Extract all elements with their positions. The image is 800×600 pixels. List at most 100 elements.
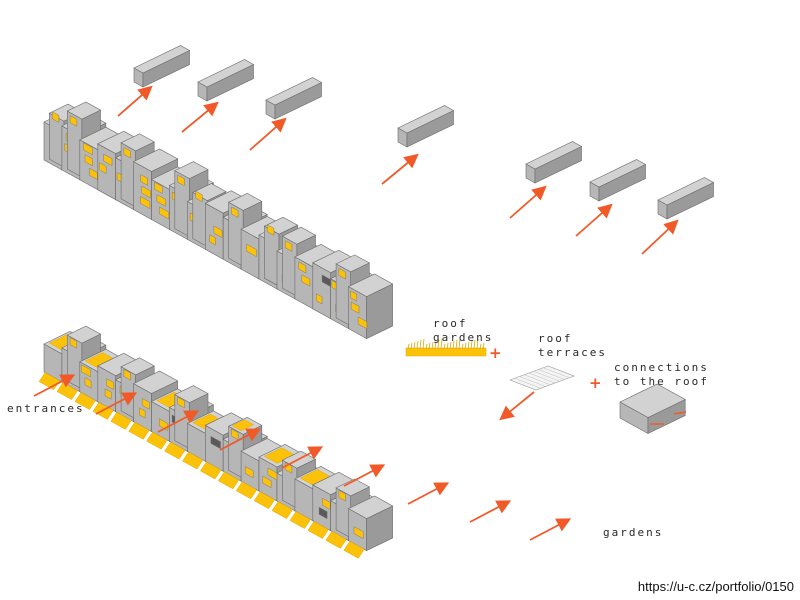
arrow-icon [117, 85, 153, 117]
grass-blade [425, 343, 428, 350]
label-roof-terraces-line2: terraces [538, 346, 607, 359]
terrace-line [543, 367, 570, 378]
window-panel [318, 506, 328, 520]
terrace-line [538, 369, 565, 380]
grass-blade [482, 342, 485, 350]
garden-apron [325, 530, 347, 549]
grass-blade [467, 341, 470, 350]
grass-blade [446, 342, 449, 350]
arrow-icon [157, 410, 200, 433]
lower-building-stack [43, 325, 394, 552]
window-panel [123, 369, 131, 381]
window-panel [84, 377, 92, 389]
grass-blade [407, 343, 410, 350]
terrace-grid-icon [509, 365, 575, 391]
block-top [120, 357, 155, 376]
grass-blade [437, 339, 440, 350]
block-top [133, 45, 191, 74]
window-panel [231, 428, 239, 440]
label-gardens: gardens [603, 526, 664, 539]
block-top [66, 325, 102, 344]
block-top [174, 161, 209, 179]
block-top [197, 59, 255, 88]
arrow-group [33, 85, 679, 541]
window-panel [159, 206, 170, 220]
block-top [227, 192, 263, 211]
label-connections-line2: to the roof [614, 375, 709, 388]
block-top [174, 385, 209, 403]
grass-blade [428, 342, 431, 350]
garden-apron [182, 451, 204, 470]
window-panel [301, 274, 311, 287]
window-panel [285, 240, 293, 252]
garden-apron [164, 441, 186, 460]
window-panel [350, 301, 360, 314]
roof-garden-patch [231, 419, 255, 431]
label-entrances: entrances [7, 402, 85, 415]
grass-blade [434, 340, 437, 350]
window-panel [350, 290, 357, 302]
window-panel [177, 396, 185, 409]
arrow-icon [575, 203, 613, 237]
legend-icons [405, 338, 687, 435]
garden-apron [307, 521, 329, 539]
block-top [589, 159, 647, 188]
grass-blade [431, 341, 434, 350]
terrace-line [533, 371, 560, 382]
block-top [335, 254, 370, 273]
window-panel [231, 206, 239, 218]
block-top [120, 133, 155, 152]
block-top [132, 370, 179, 394]
garden-apron [146, 431, 168, 450]
plus-icon: + [489, 344, 502, 362]
grass-blade [452, 340, 455, 350]
grass-blade [479, 343, 482, 350]
arrow-icon [343, 464, 386, 487]
garden-apron [253, 491, 276, 510]
arrow-icon [249, 117, 287, 151]
block-top [525, 141, 583, 170]
garden-apron [200, 461, 222, 480]
garden-apron [128, 421, 150, 440]
window-panel [177, 174, 185, 187]
label-roof-gardens-line1: roof [433, 317, 468, 330]
terrace-line [524, 374, 551, 385]
grass-blade [461, 343, 464, 350]
terrace-line [519, 376, 546, 387]
terrace-line [514, 378, 541, 389]
arrow-icon [381, 153, 419, 185]
lifted-roof-boxes [133, 45, 715, 220]
grass-blade [476, 338, 479, 350]
grass-blade [464, 342, 467, 350]
window-panel [69, 115, 78, 127]
block-top [619, 383, 686, 418]
window-panel [140, 174, 148, 186]
arrow-icon [407, 482, 450, 505]
block-top [335, 478, 370, 497]
grass-blade [473, 339, 476, 350]
block-top [281, 226, 317, 245]
window-panel [210, 436, 221, 450]
window-panel [106, 378, 115, 390]
window-panel [84, 154, 93, 167]
arrow-icon [281, 446, 324, 469]
window-panel [316, 293, 323, 305]
window-panel [141, 185, 151, 199]
window-panel [98, 162, 107, 174]
block-top [347, 495, 394, 519]
grass-icon [405, 347, 487, 357]
window-panel [154, 181, 163, 194]
block-top [265, 77, 323, 106]
grass-blade [440, 338, 443, 350]
window-panel [298, 261, 307, 274]
block-top [66, 101, 102, 120]
window-panel [141, 398, 150, 410]
window-panel [103, 153, 113, 166]
garden-apron [74, 392, 96, 410]
plus-icon: + [589, 374, 602, 392]
garden-apron [217, 471, 240, 490]
block-top [397, 105, 455, 134]
grass-blade [443, 343, 446, 350]
grass-blade [458, 338, 461, 350]
